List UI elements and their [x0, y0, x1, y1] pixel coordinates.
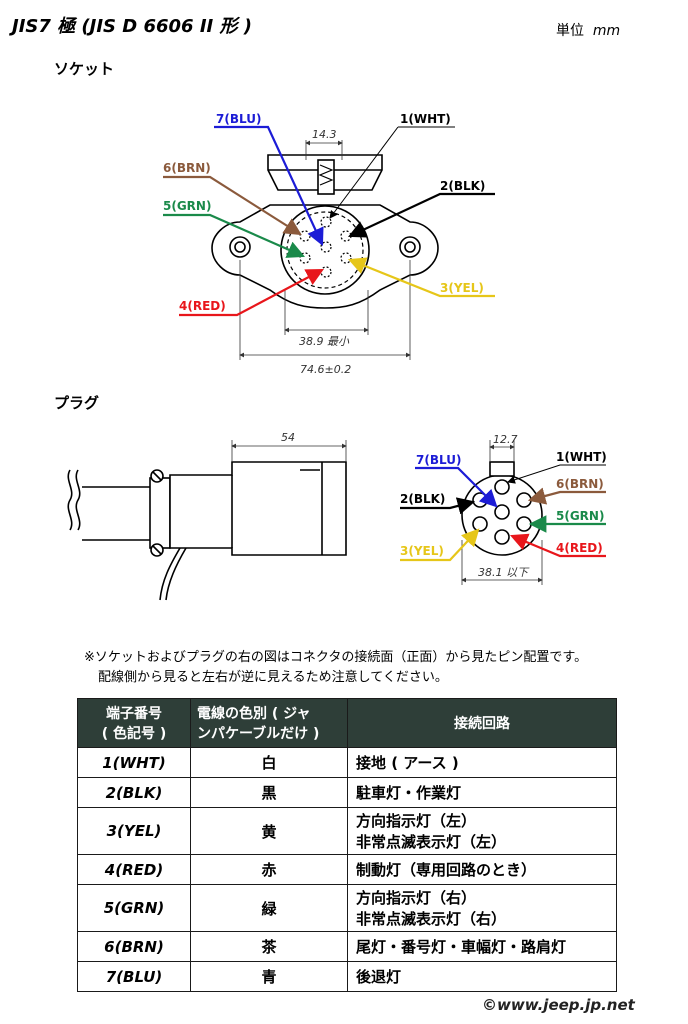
- pin-cell: 2(BLK): [77, 777, 191, 808]
- table-row: 4(RED) 赤 制動灯（専用回路のとき）: [77, 854, 617, 885]
- table-row: 6(BRN) 茶 尾灯・番号灯・車幅灯・路肩灯: [77, 931, 617, 962]
- plug-label-3: 3(YEL): [400, 544, 444, 558]
- plug-label-6: 6(BRN): [556, 477, 604, 491]
- socket-dim-top: 14.3: [312, 128, 337, 141]
- unit-label: 単位 mm: [556, 23, 621, 39]
- pin-cell: 5(GRN): [77, 884, 191, 932]
- connector-diagrams: 14.3 38.9 最小 74.6±0.2 7(BLU) 6(BRN) 5(GR…: [67, 112, 607, 601]
- socket-drawing: [211, 154, 439, 309]
- socket-label-4: 4(RED): [179, 299, 226, 313]
- socket-label-3: 3(YEL): [440, 281, 484, 295]
- color-cell: 緑: [190, 884, 348, 932]
- header-pin-number: 端子番号 ( 色記号 ): [77, 698, 191, 748]
- color-cell: 黄: [190, 807, 348, 855]
- socket-label-2: 2(BLK): [440, 179, 485, 193]
- pin-cell: 4(RED): [77, 854, 191, 885]
- socket-label-7: 7(BLU): [216, 112, 261, 126]
- note-line-2: 配線側から見ると左右が逆に見えるため注意してください。: [98, 670, 448, 685]
- plug-label-1: 1(WHT): [556, 450, 607, 464]
- table-row: 3(YEL) 黄 方向指示灯（左） 非常点滅表示灯（左）: [77, 807, 617, 855]
- plug-dim-top: 12.7: [493, 433, 518, 446]
- socket-dimensions: [239, 140, 411, 360]
- plug-label-2: 2(BLK): [400, 492, 445, 506]
- circuit-cell: 駐車灯・作業灯: [347, 777, 617, 808]
- socket-dim-outer: 74.6±0.2: [300, 363, 351, 376]
- color-cell: 茶: [190, 931, 348, 962]
- plug-leaders: [400, 464, 606, 562]
- plug-label-4: 4(RED): [556, 541, 603, 555]
- table-row: 1(WHT) 白 接地 ( アース ): [77, 747, 617, 778]
- circuit-cell: 制動灯（専用回路のとき）: [347, 854, 617, 885]
- pin-cell: 1(WHT): [77, 747, 191, 778]
- color-cell: 赤: [190, 854, 348, 885]
- socket-label-6: 6(BRN): [163, 161, 211, 175]
- circuit-cell: 方向指示灯（右） 非常点滅表示灯（右）: [347, 884, 617, 932]
- plug-label-5: 5(GRN): [556, 509, 604, 523]
- color-cell: 白: [190, 747, 348, 778]
- page-title: JIS7 極 (JIS D 6606 II 形 ): [12, 16, 252, 37]
- circuit-cell: 尾灯・番号灯・車幅灯・路肩灯: [347, 931, 617, 962]
- pin-cell: 6(BRN): [77, 931, 191, 962]
- pin-cell: 7(BLU): [77, 961, 191, 992]
- plug-front-drawing: [461, 461, 543, 556]
- socket-leaders: [163, 125, 495, 317]
- circuit-cell: 接地 ( アース ): [347, 747, 617, 778]
- plug-side-dimensions: [231, 440, 347, 462]
- circuit-cell: 方向指示灯（左） 非常点滅表示灯（左）: [347, 807, 617, 855]
- circuit-cell: 後退灯: [347, 961, 617, 992]
- plug-dim-length: 54: [281, 431, 295, 444]
- pin-cell: 3(YEL): [77, 807, 191, 855]
- color-cell: 黒: [190, 777, 348, 808]
- note-line-1: ※ソケットおよびプラグの右の図はコネクタの接続面（正面）から見たピン配置です。: [84, 650, 588, 665]
- table-row: 2(BLK) 黒 駐車灯・作業灯: [77, 777, 617, 808]
- table-header-row: 端子番号 ( 色記号 ) 電線の色別 ( ジャ ンパケーブルだけ ) 接続回路: [77, 698, 617, 748]
- color-cell: 青: [190, 961, 348, 992]
- copyright: ©www.jeep.jp.net: [482, 996, 635, 1014]
- plug-dim-bottom: 38.1 以下: [478, 566, 530, 579]
- header-circuit: 接続回路: [347, 698, 617, 748]
- socket-label-1: 1(WHT): [400, 112, 451, 126]
- pin-assignment-table: 端子番号 ( 色記号 ) 電線の色別 ( ジャ ンパケーブルだけ ) 接続回路 …: [77, 698, 617, 992]
- socket-heading: ソケット: [54, 60, 115, 78]
- plug-label-7: 7(BLU): [416, 453, 461, 467]
- socket-label-5: 5(GRN): [163, 199, 211, 213]
- header-wire-color: 電線の色別 ( ジャ ンパケーブルだけ ): [190, 698, 348, 748]
- table-row: 7(BLU) 青 後退灯: [77, 961, 617, 992]
- socket-dim-inner: 38.9 最小: [299, 335, 350, 348]
- table-row: 5(GRN) 緑 方向指示灯（右） 非常点滅表示灯（右）: [77, 884, 617, 932]
- plug-side-drawing: [67, 461, 347, 601]
- plug-heading: プラグ: [54, 394, 100, 412]
